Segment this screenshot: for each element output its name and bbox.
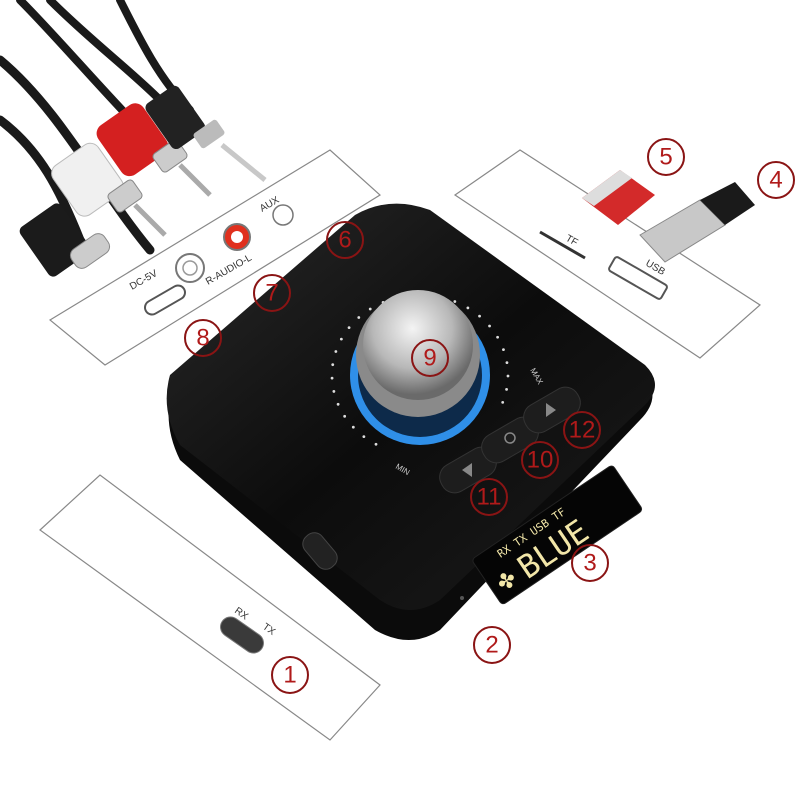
volume-dot	[502, 348, 505, 351]
rca-white-jack-icon	[175, 253, 205, 283]
volume-dot	[453, 300, 457, 303]
mic-icon	[460, 596, 464, 600]
rear-panel: DC-5V R-AUDIO-L AUX	[48, 149, 381, 366]
callout-number: 10	[527, 447, 554, 474]
callout-number: 3	[583, 550, 596, 577]
usb-slot-icon	[608, 256, 668, 300]
device-body: MIN MAX RX TX USB TF BLUE ✤	[166, 203, 655, 640]
rca-white-plug-icon	[51, 142, 167, 237]
callout-11: 11	[470, 478, 508, 516]
volume-dot	[336, 402, 340, 406]
callout-6: 6	[326, 221, 364, 259]
volume-dot	[505, 361, 509, 365]
volume-dot	[478, 314, 481, 318]
volume-dot	[501, 400, 505, 404]
callout-number: 5	[659, 144, 672, 171]
volume-dot	[343, 414, 347, 418]
volume-dot	[334, 350, 338, 353]
callout-number: 8	[196, 325, 209, 352]
prev-icon	[462, 463, 472, 477]
volume-dot	[374, 442, 378, 446]
callout-number: 11	[477, 484, 502, 511]
tf-card-icon	[582, 170, 655, 225]
tf-label: TF	[564, 233, 580, 249]
volume-dot	[331, 363, 335, 367]
callout-4: 4	[757, 161, 795, 199]
side-switch-icon	[302, 532, 338, 570]
volume-dot	[488, 324, 491, 328]
volume-dot	[496, 335, 499, 339]
dc-port-icon	[144, 284, 186, 316]
callout-12: 12	[563, 411, 601, 449]
callout-number: 7	[265, 280, 278, 307]
tf-slot-icon	[539, 230, 586, 260]
power-icon	[504, 432, 516, 444]
callout-7: 7	[253, 274, 291, 312]
volume-dot	[347, 326, 351, 330]
rca-red-plug-icon	[96, 103, 212, 197]
volume-dot	[368, 307, 372, 311]
volume-dot	[330, 376, 334, 380]
callout-number: 6	[338, 227, 351, 254]
volume-dot	[466, 306, 470, 310]
callout-9: 9	[411, 339, 449, 377]
callout-1: 1	[271, 656, 309, 694]
volume-dot	[362, 435, 366, 439]
volume-dot	[332, 390, 336, 393]
side-panel: TF USB	[453, 149, 761, 359]
callout-3: 3	[571, 544, 609, 582]
callout-10: 10	[521, 441, 559, 479]
rx-tx-switch[interactable]	[217, 613, 268, 657]
callout-5: 5	[647, 138, 685, 176]
volume-dot	[339, 337, 343, 341]
next-icon	[546, 403, 556, 417]
switch-panel: RX TX	[39, 474, 381, 741]
volume-dot	[351, 425, 355, 429]
callout-number: 12	[569, 417, 596, 444]
aux-jack-icon	[272, 204, 294, 226]
callout-number: 2	[485, 632, 498, 659]
volume-dot	[505, 388, 508, 391]
callout-number: 1	[283, 662, 296, 689]
callout-number: 4	[769, 167, 782, 194]
aux-plug-icon	[145, 85, 267, 182]
callout-2: 2	[473, 626, 511, 664]
callout-8: 8	[184, 319, 222, 357]
usb-drive-icon	[639, 182, 755, 263]
volume-dot	[357, 316, 361, 319]
volume-dot	[506, 374, 510, 378]
usb-c-plug-icon	[19, 203, 111, 277]
callout-number: 9	[423, 345, 436, 372]
